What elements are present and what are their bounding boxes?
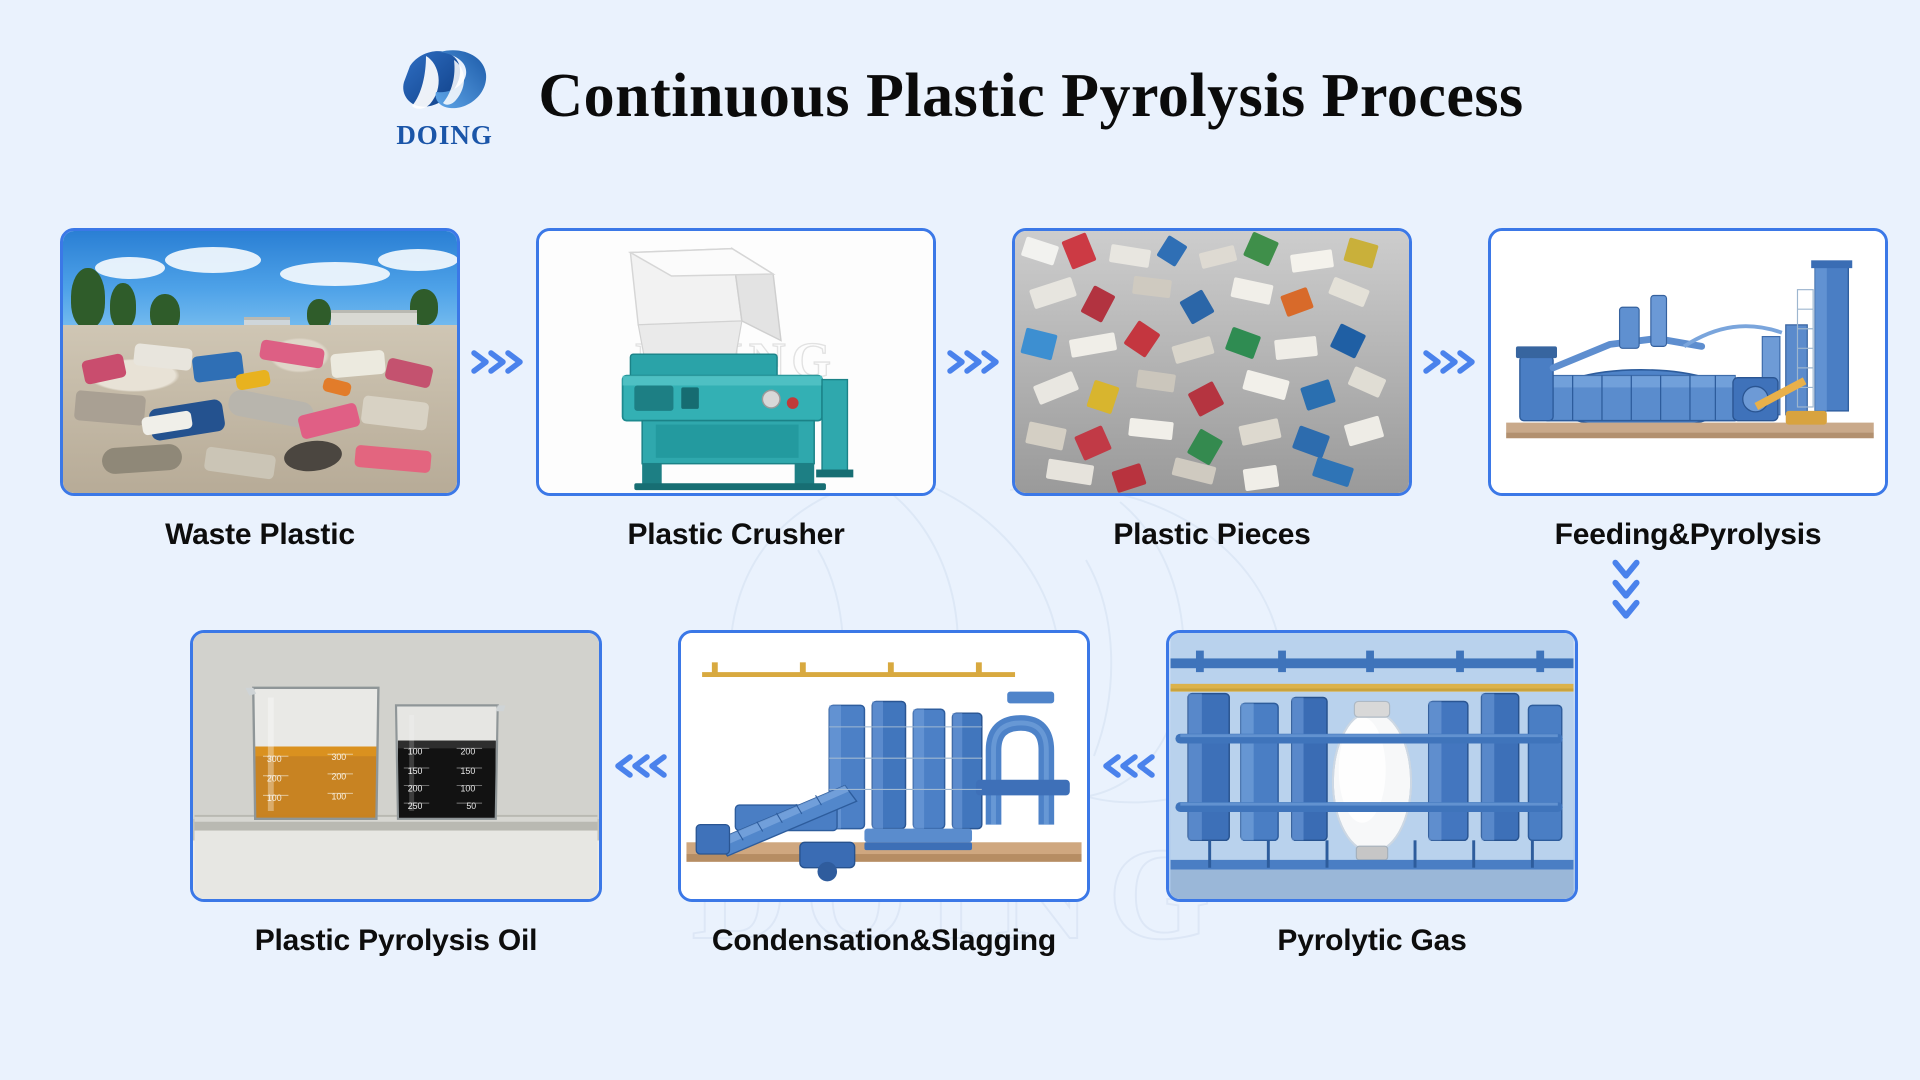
- page-title: Continuous Plastic Pyrolysis Process: [538, 61, 1524, 130]
- svg-text:300: 300: [267, 754, 282, 764]
- arrow-right-2: [936, 228, 1012, 496]
- flow-step-condensation-slagging[interactable]: Condensation&Slagging: [678, 630, 1090, 958]
- arrow-down-1: [1596, 558, 1656, 624]
- svg-text:200: 200: [461, 746, 476, 756]
- svg-text:200: 200: [331, 772, 346, 782]
- pyrolysis-plant-image: [1491, 231, 1885, 493]
- pyrolysis-oil-beakers-image: 300 200 100 300 200 100: [193, 633, 599, 899]
- arrow-left-1: [602, 630, 678, 902]
- step-label: Plastic Pyrolysis Oil: [254, 924, 538, 957]
- svg-text:150: 150: [408, 766, 423, 776]
- flow-step-plastic-pieces[interactable]: Plastic Pieces: [1012, 228, 1412, 552]
- brand-logo: DOING: [396, 44, 493, 150]
- arrow-right-1: [460, 228, 536, 496]
- svg-text:100: 100: [408, 746, 423, 756]
- plastic-flakes-image: [1015, 231, 1409, 493]
- page-header: DOING Continuous Plastic Pyrolysis Proce…: [0, 44, 1920, 150]
- svg-text:200: 200: [408, 783, 423, 793]
- flow-step-feeding-pyrolysis[interactable]: Feeding&Pyrolysis: [1488, 228, 1888, 552]
- flow-row-2: 300 200 100 300 200 100: [0, 630, 1920, 958]
- condensation-slagging-card[interactable]: [678, 630, 1090, 902]
- flow-step-pyrolytic-gas[interactable]: Pyrolytic Gas: [1166, 630, 1578, 958]
- doing-leaf-logo-icon: [403, 50, 487, 109]
- plastic-pieces-card[interactable]: [1012, 228, 1412, 496]
- step-label: Pyrolytic Gas: [1277, 924, 1467, 957]
- waste-plastic-card[interactable]: [60, 228, 460, 496]
- condenser-system-image: [681, 633, 1087, 899]
- svg-text:100: 100: [461, 783, 476, 793]
- svg-text:250: 250: [408, 801, 423, 811]
- svg-text:100: 100: [331, 791, 346, 801]
- pyrolytic-gas-card[interactable]: [1166, 630, 1578, 902]
- step-label: Plastic Pieces: [1113, 518, 1311, 551]
- arrow-left-2: [1090, 630, 1166, 902]
- feeding-pyrolysis-card[interactable]: [1488, 228, 1888, 496]
- triple-chevron-left-icon: [1103, 754, 1155, 778]
- plastic-crusher-card[interactable]: DOING: [536, 228, 936, 496]
- flow-step-plastic-crusher[interactable]: DOING: [536, 228, 936, 552]
- svg-text:100: 100: [267, 793, 282, 803]
- triple-chevron-right-icon: [1423, 350, 1475, 374]
- step-label: Plastic Crusher: [627, 518, 845, 551]
- flow-step-plastic-pyrolysis-oil[interactable]: 300 200 100 300 200 100: [190, 630, 602, 958]
- arrow-right-3: [1412, 228, 1488, 496]
- pyrolytic-gas-unit-image: [1169, 633, 1575, 899]
- step-label: Waste Plastic: [165, 518, 355, 551]
- triple-chevron-down-icon: [1612, 559, 1640, 619]
- step-label: Feeding&Pyrolysis: [1554, 518, 1822, 551]
- triple-chevron-right-icon: [947, 350, 999, 374]
- flow-step-waste-plastic[interactable]: Waste Plastic: [60, 228, 460, 552]
- svg-text:150: 150: [461, 766, 476, 776]
- triple-chevron-right-icon: [471, 350, 523, 374]
- flow-row-1: Waste Plastic DOING: [0, 228, 1920, 552]
- svg-text:200: 200: [267, 774, 282, 784]
- brand-logo-text: DOING: [396, 120, 493, 150]
- svg-text:300: 300: [331, 752, 346, 762]
- triple-chevron-left-icon: [615, 754, 667, 778]
- plastic-pyrolysis-oil-card[interactable]: 300 200 100 300 200 100: [190, 630, 602, 902]
- step-label: Condensation&Slagging: [711, 924, 1057, 957]
- landfill-image: [63, 231, 457, 493]
- crusher-image: DOING: [539, 231, 933, 493]
- svg-text:50: 50: [466, 801, 476, 811]
